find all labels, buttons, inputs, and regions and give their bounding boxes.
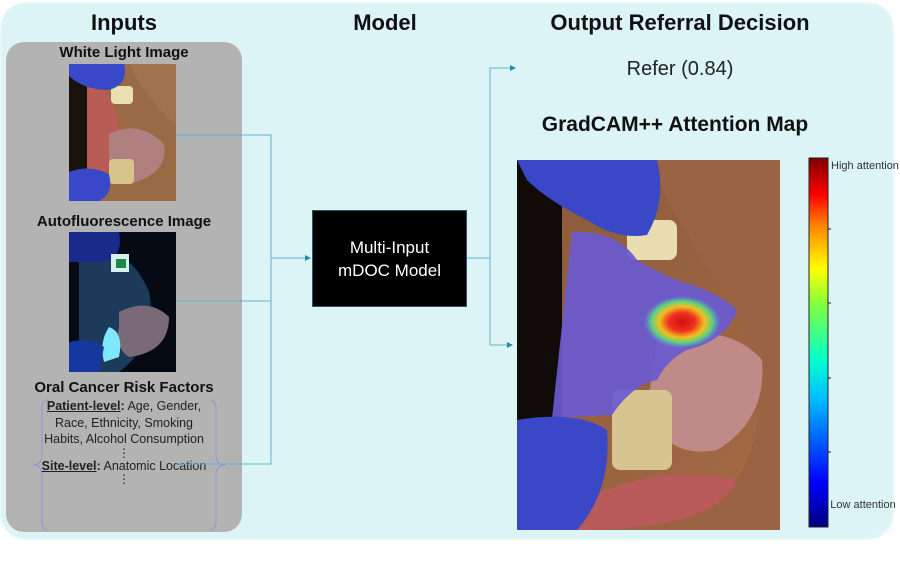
colorbar-high-label: High attention [831, 160, 899, 172]
ellipsis-icon: ⋮ [118, 445, 130, 460]
output-header: Output Referral Decision [550, 10, 810, 35]
risk-factors-text: Patient-level: Age, Gender, Race, Ethnic… [40, 398, 208, 487]
site-level-title: Site-level [41, 458, 97, 473]
mdoc-model-box: Multi-Input mDOC Model [312, 210, 467, 307]
connector-white-light [176, 134, 272, 465]
colorbar-low-label: Low attention [830, 499, 896, 511]
patient-level-items: Age, Gender, Race, Ethnicity, Smoking Ha… [44, 399, 204, 447]
white-light-label: White Light Image [59, 44, 189, 61]
attention-map-image [517, 160, 780, 530]
autofluorescence-image [69, 232, 176, 372]
patient-level-entry: Patient-level: Age, Gender, Race, Ethnic… [44, 399, 204, 447]
model-line-2: mDOC Model [338, 260, 441, 280]
white-light-image [69, 64, 176, 201]
site-level-entry: Site-level: Anatomic Location [41, 458, 207, 473]
referral-decision: Refer (0.84) [626, 58, 734, 80]
autofluorescence-label: Autofluorescence Image [36, 213, 212, 230]
model-line-1: Multi-Input [349, 237, 430, 257]
ellipsis-icon: ⋮ [118, 472, 130, 487]
colorbar-gradient [808, 157, 829, 528]
inputs-header: Inputs [91, 10, 157, 35]
connector-to-decision [489, 65, 516, 345]
site-level-items: Anatomic Location [103, 458, 207, 473]
model-header: Model [353, 10, 417, 35]
attention-map-title: GradCAM++ Attention Map [541, 113, 809, 136]
risk-factors-label: Oral Cancer Risk Factors [34, 379, 214, 396]
patient-level-title: Patient-level [46, 399, 121, 413]
